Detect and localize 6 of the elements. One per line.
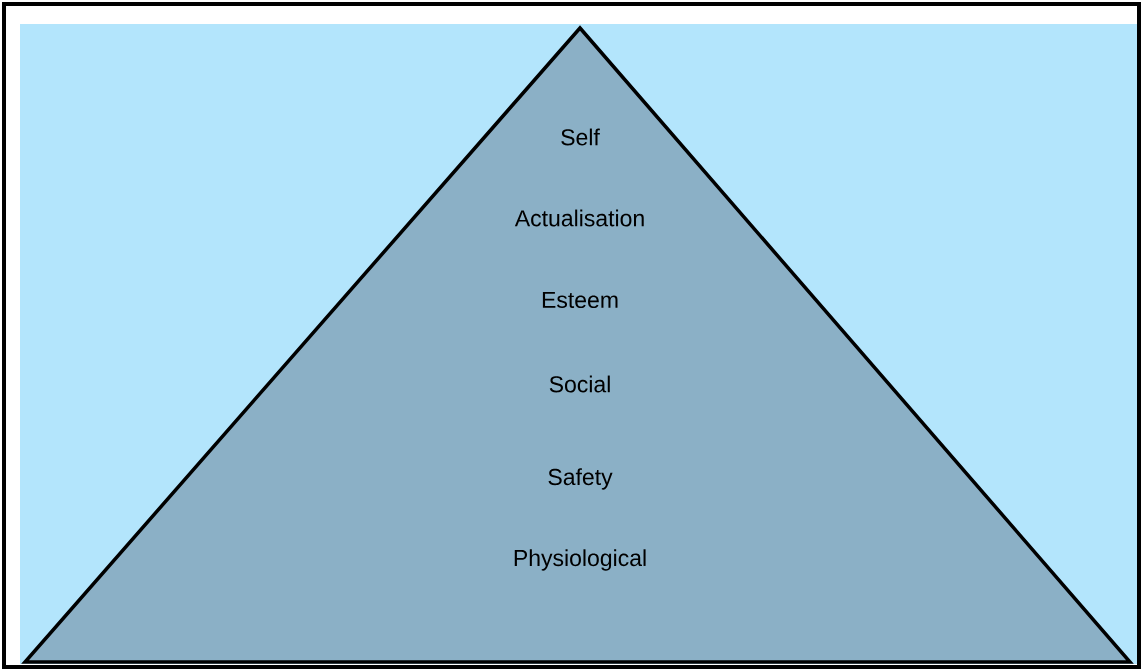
level-label: Safety (548, 468, 613, 490)
level-label: Actualisation (514, 209, 644, 227)
level-label: Physiological (514, 549, 646, 571)
level-label: Self (561, 128, 600, 146)
level-label: Social (549, 375, 610, 393)
level-label: Esteem (542, 291, 618, 308)
